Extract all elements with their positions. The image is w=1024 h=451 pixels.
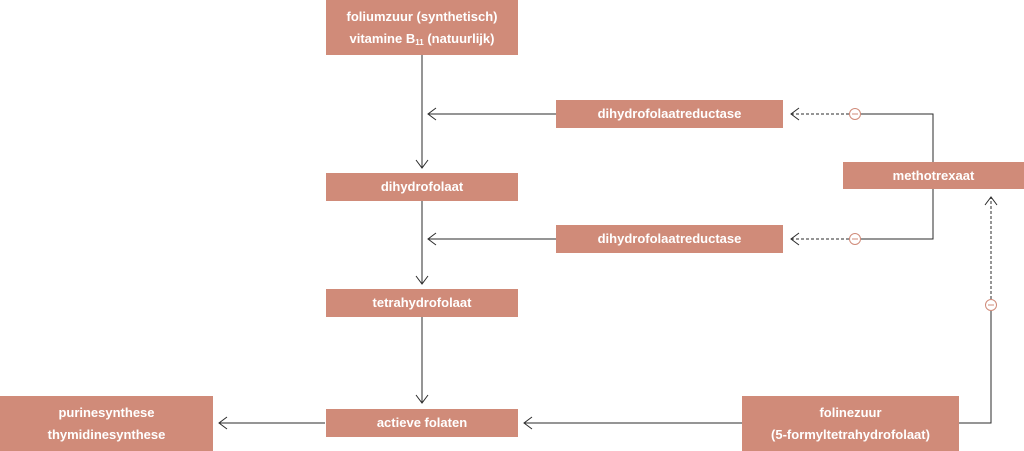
arrowhead-dhfr2-to-step [427, 232, 437, 246]
purine-line2: thymidinesynthese [47, 426, 166, 442]
node-folic-acid: foliumzuur (synthetisch) vitamine B11 (n… [326, 0, 518, 55]
arrowhead-folinic-to-active [523, 416, 533, 430]
arrowhead-folic-to-dhf [415, 159, 429, 169]
arrowhead-mtx-to-dhfr1 [790, 107, 800, 121]
folinic-line1: folinezuur [819, 404, 882, 420]
arrowhead-folinic-to-mtx [984, 196, 998, 206]
node-active-folates: actieve folaten [326, 409, 518, 437]
node-purine-synthesis: purinesynthese thymidinesynthese [0, 396, 213, 451]
node-dhfr-2: dihydrofolaatreductase [556, 225, 783, 253]
node-folinic-acid: folinezuur (5-formyltetrahydrofolaat) [742, 396, 959, 451]
arrowhead-dhfr1-to-step [427, 107, 437, 121]
vitamin-b-subscript: 11 [415, 37, 424, 47]
inhibit-line-mtx-to-dhfr1 [861, 113, 934, 162]
vitamin-b-suffix: (natuurlijk) [423, 30, 495, 46]
arrowhead-active-to-purine [218, 416, 228, 430]
purine-line1: purinesynthese [58, 404, 155, 420]
node-methotrexate: methotrexaat [843, 162, 1024, 189]
arrowhead-dhf-to-thf [415, 275, 429, 285]
arrowhead-thf-to-active [415, 394, 429, 404]
node-dihydrofolate: dihydrofolaat [326, 173, 518, 201]
folinic-line2: (5-formyltetrahydrofolaat) [771, 426, 930, 442]
inhibit-line-mtx-to-dhfr2 [861, 189, 934, 240]
vitamin-b-prefix: vitamine B [349, 30, 416, 46]
inhibit-line-folinic-to-mtx [959, 311, 992, 424]
node-tetrahydrofolate: tetrahydrofolaat [326, 289, 518, 317]
arrowhead-mtx-to-dhfr2 [790, 232, 800, 246]
node-dhfr-1: dihydrofolaatreductase [556, 100, 783, 128]
folic-acid-line1: foliumzuur (synthetisch) [346, 8, 498, 24]
folic-acid-line2: vitamine B11 (natuurlijk) [347, 28, 498, 50]
